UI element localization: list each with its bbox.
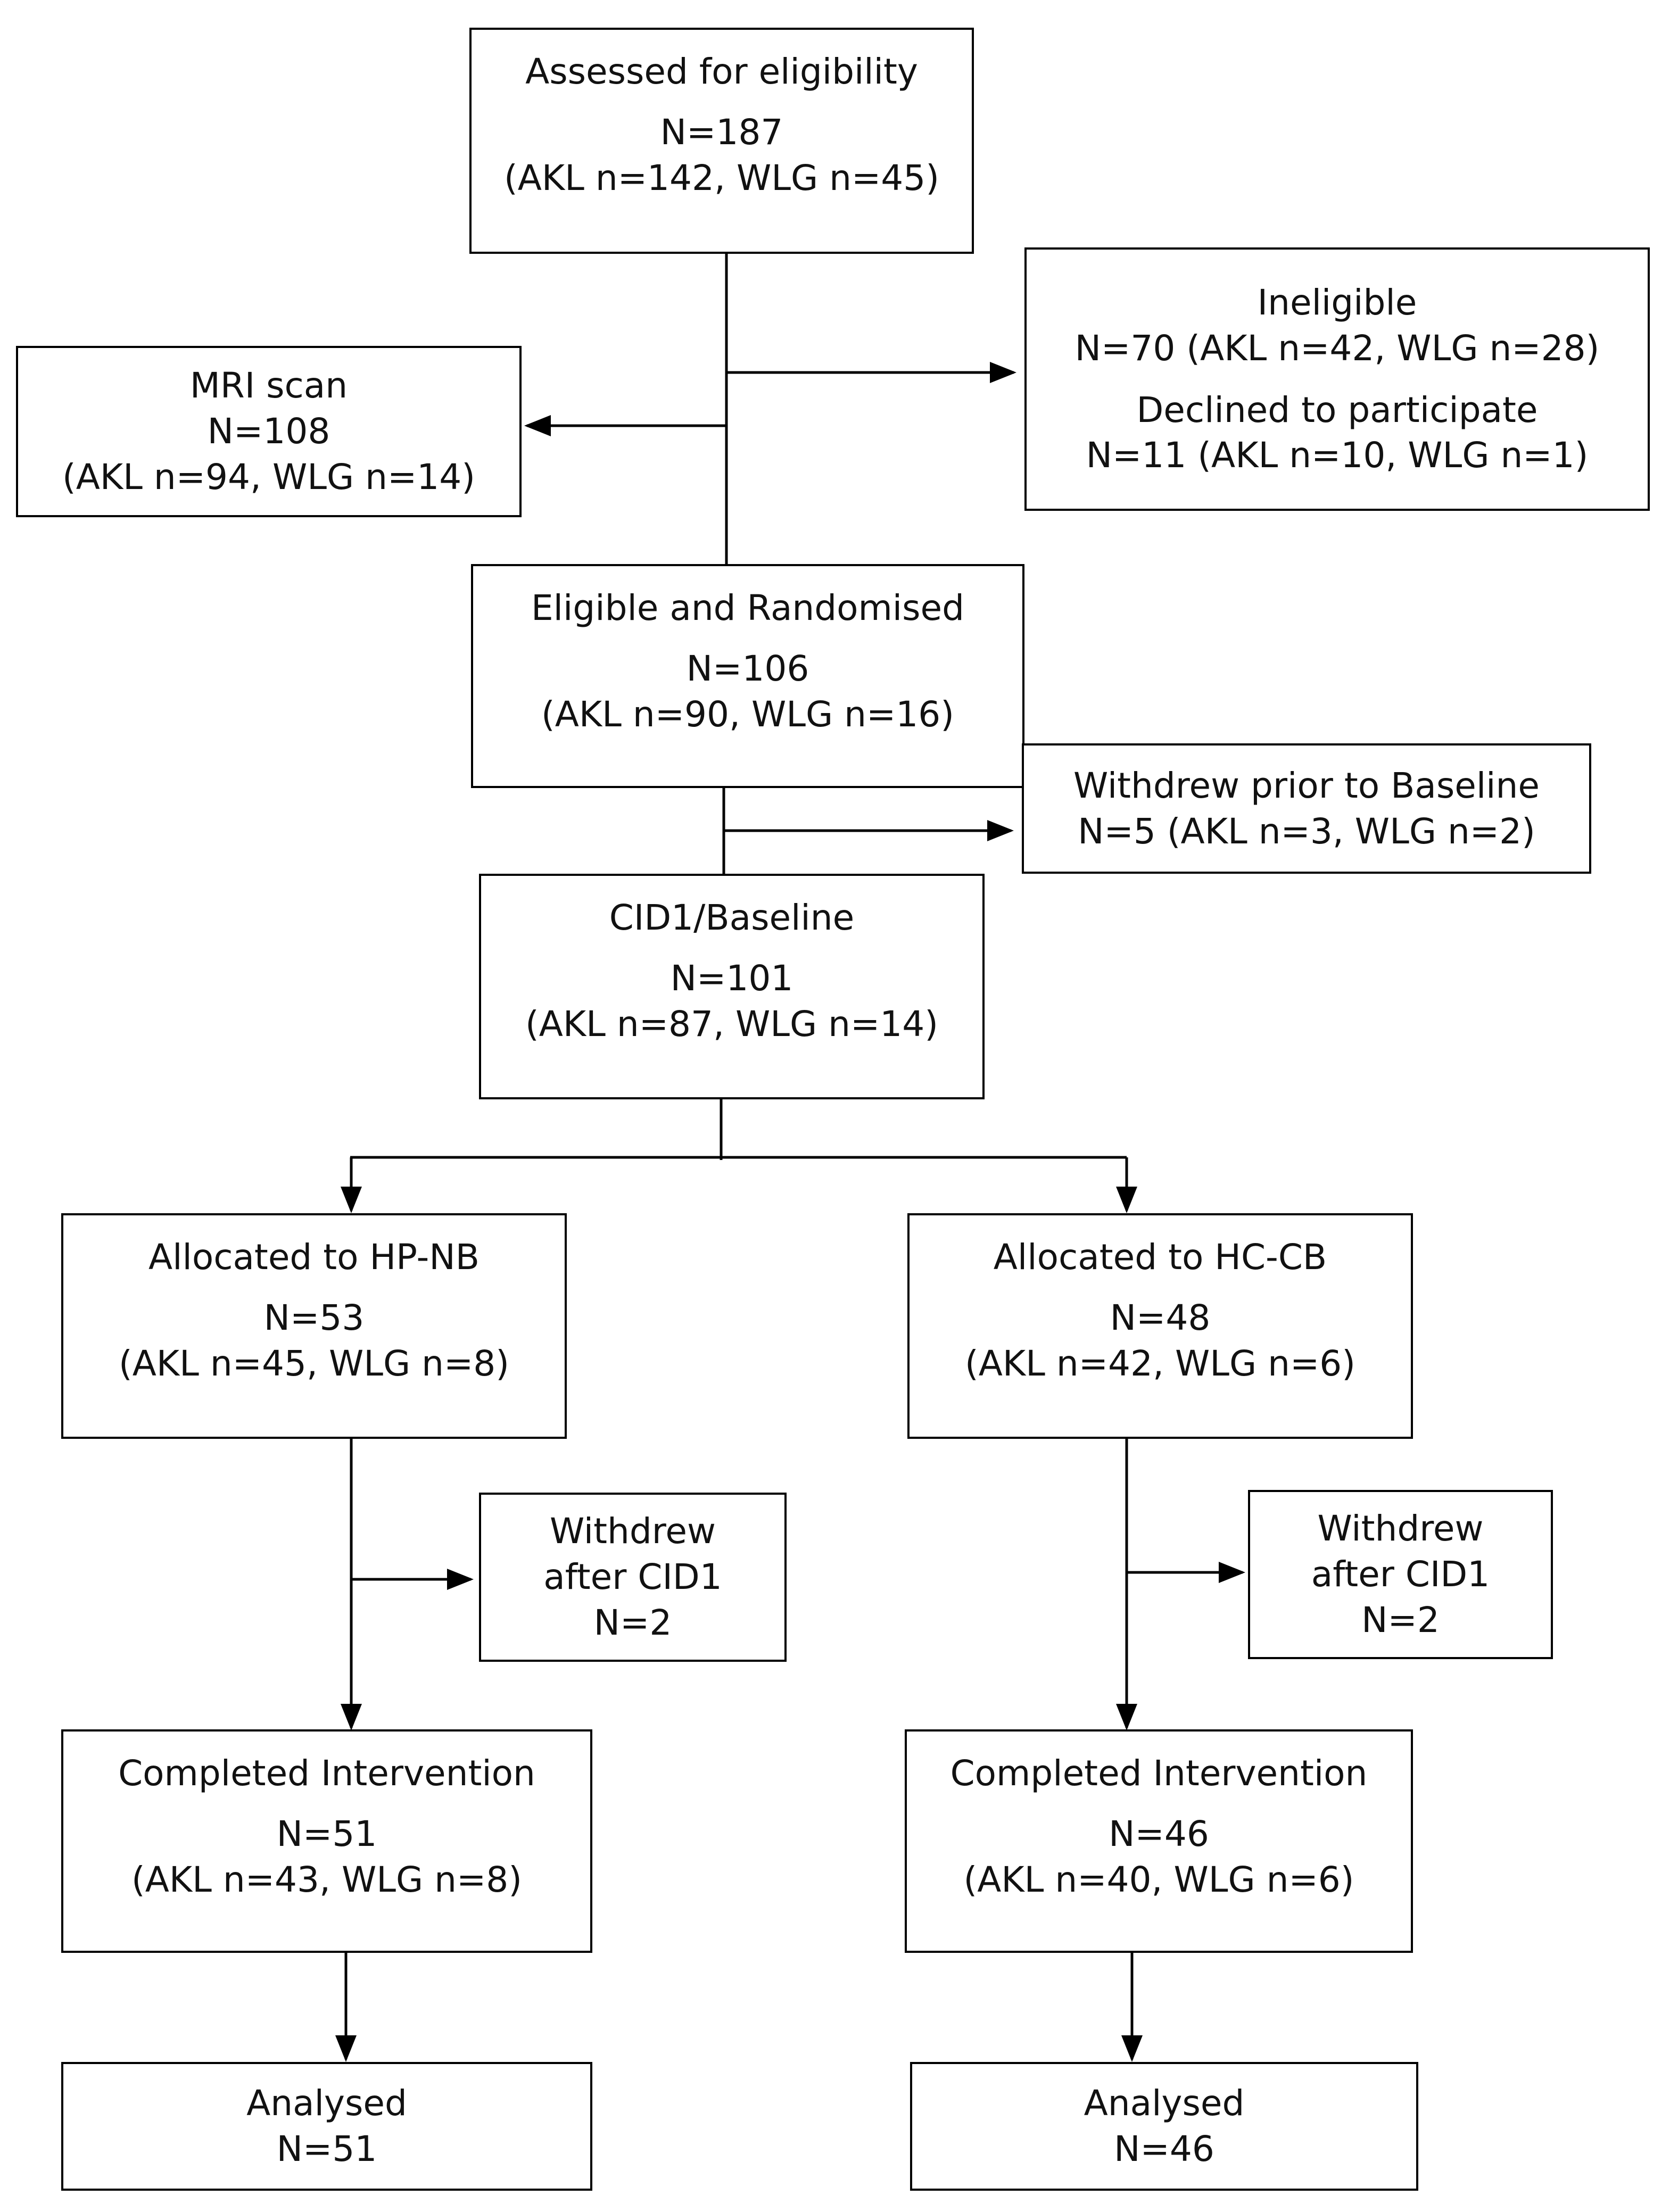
box-title: Withdrew prior to Baseline <box>1073 765 1540 806</box>
analysed-hccb-box: Analysed N=46 <box>910 2062 1418 2191</box>
box-count: N=51 <box>276 2128 377 2169</box>
withdrew-prior-baseline-box: Withdrew prior to Baseline N=5 (AKL n=3,… <box>1022 743 1591 874</box>
box-count: N=108 <box>207 411 330 452</box>
completed-hccb-box: Completed Intervention N=46 (AKL n=40, W… <box>905 1729 1413 1953</box>
box-title-declined: Declined to participate <box>1136 389 1538 430</box>
allocated-hccb-box: Allocated to HC-CB N=48 (AKL n=42, WLG n… <box>907 1213 1413 1439</box>
box-count: N=187 <box>660 111 783 153</box>
box-title: Analysed <box>246 2083 407 2124</box>
ineligible-box: Ineligible N=70 (AKL n=42, WLG n=28) Dec… <box>1024 247 1650 511</box>
withdrew-after-cid1-hpnb-box: Withdrew after CID1 N=2 <box>479 1493 787 1662</box>
assessed-for-eligibility-box: Assessed for eligibility N=187 (AKL n=14… <box>469 28 974 254</box>
box-detail: (AKL n=45, WLG n=8) <box>118 1343 510 1384</box>
box-detail: (AKL n=94, WLG n=14) <box>62 456 475 498</box>
completed-hpnb-box: Completed Intervention N=51 (AKL n=43, W… <box>61 1729 592 1953</box>
baseline-box: CID1/Baseline N=101 (AKL n=87, WLG n=14) <box>479 874 985 1099</box>
box-title: Ineligible <box>1257 281 1417 323</box>
analysed-hpnb-box: Analysed N=51 <box>61 2062 592 2191</box>
box-title-line1: Withdrew <box>1317 1508 1484 1550</box>
box-title: Allocated to HC-CB <box>993 1237 1327 1278</box>
box-detail: (AKL n=87, WLG n=14) <box>525 1003 938 1045</box>
box-title-line1: Withdrew <box>549 1511 716 1552</box>
box-title: Assessed for eligibility <box>525 51 918 92</box>
box-detail: (AKL n=40, WLG n=6) <box>963 1859 1354 1900</box>
box-count: N=2 <box>1361 1599 1440 1641</box>
box-title: MRI scan <box>189 365 348 407</box>
box-count: N=5 (AKL n=3, WLG n=2) <box>1078 810 1535 852</box>
box-count: N=101 <box>670 957 793 999</box>
withdrew-after-cid1-hccb-box: Withdrew after CID1 N=2 <box>1248 1490 1553 1659</box>
box-detail: (AKL n=142, WLG n=45) <box>503 157 939 198</box>
box-count-declined: N=11 (AKL n=10, WLG n=1) <box>1086 435 1589 476</box>
box-title: CID1/Baseline <box>609 897 855 938</box>
box-count: N=46 <box>1114 2128 1214 2169</box>
box-title-line2: after CID1 <box>543 1556 722 1598</box>
eligible-randomised-box: Eligible and Randomised N=106 (AKL n=90,… <box>471 564 1024 788</box>
box-title: Eligible and Randomised <box>531 587 965 628</box>
box-count: N=46 <box>1109 1813 1209 1854</box>
box-title: Analysed <box>1084 2083 1245 2124</box>
box-title-line2: after CID1 <box>1311 1554 1490 1595</box>
allocated-hpnb-box: Allocated to HP-NB N=53 (AKL n=45, WLG n… <box>61 1213 567 1439</box>
box-count: N=53 <box>263 1297 365 1338</box>
box-title: Completed Intervention <box>950 1753 1368 1794</box>
box-count: N=48 <box>1110 1297 1211 1338</box>
box-count: N=2 <box>593 1602 672 1643</box>
box-detail: (AKL n=42, WLG n=6) <box>964 1343 1356 1384</box>
box-title: Completed Intervention <box>118 1753 535 1794</box>
box-count: N=51 <box>276 1813 377 1854</box>
box-title: Allocated to HP-NB <box>148 1237 480 1278</box>
box-count: N=70 (AKL n=42, WLG n=28) <box>1074 327 1600 369</box>
box-detail: (AKL n=43, WLG n=8) <box>131 1859 523 1900</box>
mri-scan-box: MRI scan N=108 (AKL n=94, WLG n=14) <box>16 346 522 517</box>
box-detail: (AKL n=90, WLG n=16) <box>541 693 954 735</box>
box-count: N=106 <box>686 648 809 689</box>
